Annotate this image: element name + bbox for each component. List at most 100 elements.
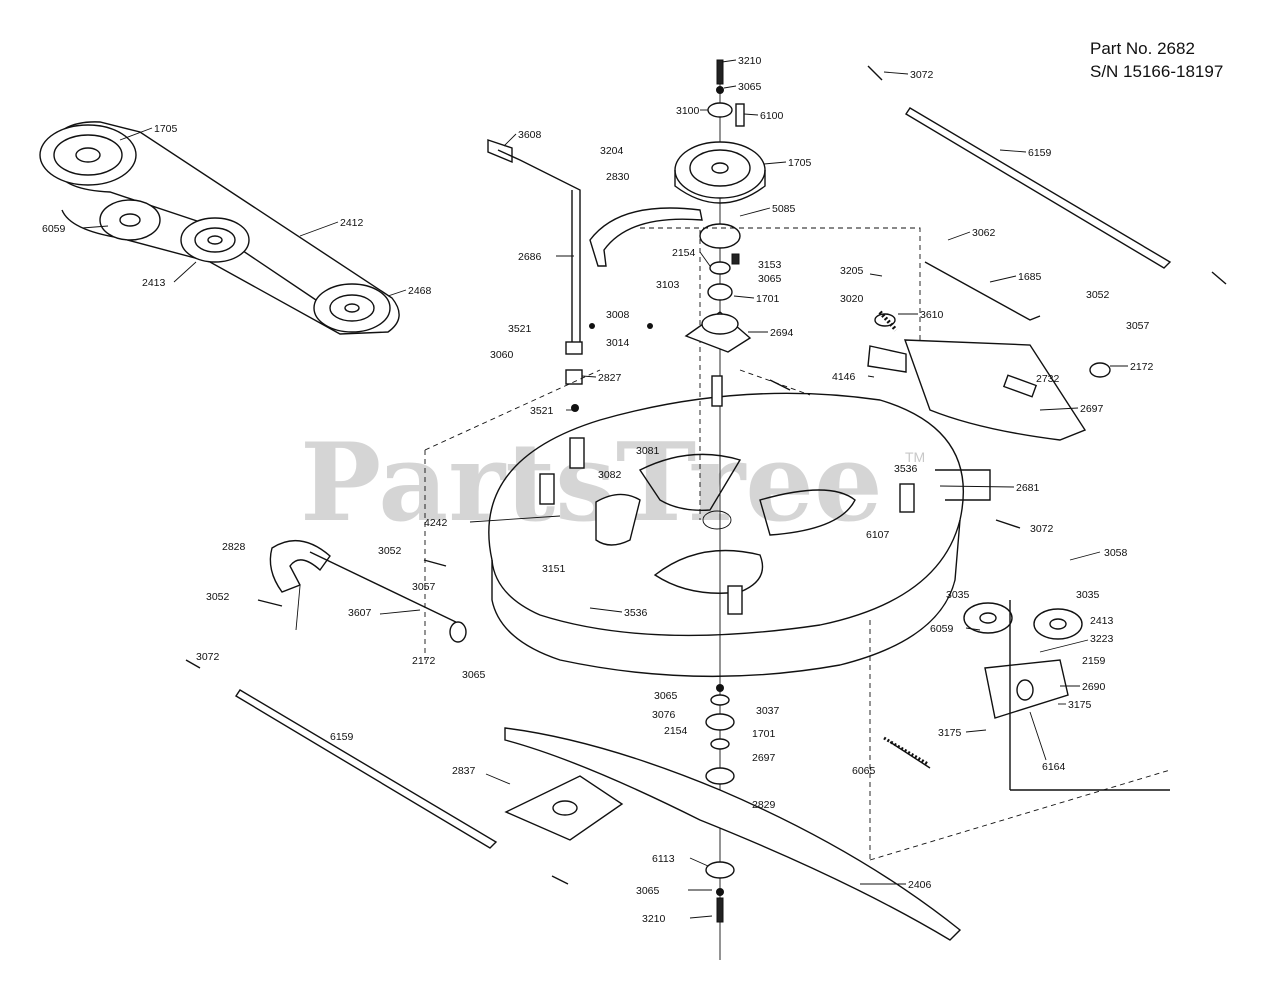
watermark-text: PartsTree — [300, 420, 883, 546]
callout: 3608 — [518, 129, 542, 141]
callout: 3060 — [490, 349, 514, 361]
rod-and-plate-right — [867, 107, 1172, 791]
callout: 2154 — [672, 247, 696, 259]
mower-blade-2406 — [504, 727, 962, 941]
callout: 1685 — [1018, 271, 1042, 283]
watermark-trademark: TM — [905, 449, 925, 465]
callout: 3020 — [840, 293, 864, 305]
callout: 3521 — [530, 405, 554, 417]
callout: 3035 — [946, 589, 970, 601]
deck-rod-6159-upper — [905, 107, 1172, 269]
callout: 3014 — [606, 337, 630, 349]
deflector-2697 — [903, 339, 1087, 441]
callout: 2829 — [752, 799, 776, 811]
callout: 6113 — [652, 853, 675, 865]
callout: 3082 — [598, 469, 622, 481]
callout: 3175 — [1068, 699, 1092, 711]
callout: 2172 — [412, 655, 436, 667]
callout: 3204 — [600, 145, 624, 157]
callout: 3151 — [542, 563, 566, 575]
callout: 3205 — [840, 265, 864, 277]
callout: 2827 — [598, 372, 622, 384]
callout: 3057 — [412, 581, 436, 593]
dashed-guides — [424, 227, 1171, 861]
callout: 2406 — [908, 879, 932, 891]
callout: 3072 — [1030, 523, 1054, 535]
callout: 2468 — [408, 285, 432, 297]
callout: 6107 — [866, 529, 890, 541]
callout: 3210 — [738, 55, 762, 67]
callout: 2830 — [606, 171, 630, 183]
belt-guard — [589, 207, 703, 267]
callout: 2413 — [1090, 615, 1114, 627]
callout: 3065 — [738, 81, 762, 93]
callout: 6065 — [852, 765, 876, 777]
callout: 6164 — [1042, 761, 1066, 773]
callout: 3065 — [654, 690, 678, 702]
callout: 3035 — [1076, 589, 1100, 601]
callout: 5085 — [772, 203, 796, 215]
callout: 3081 — [636, 445, 660, 457]
spindle-column — [589, 59, 766, 960]
callout: 2172 — [1130, 361, 1154, 373]
callout: 3103 — [656, 279, 680, 291]
mower-deck — [488, 392, 964, 678]
lift-arm — [487, 139, 653, 412]
callouts: 3210 3065 3100 6100 1705 3072 6159 3608 … — [42, 55, 1154, 925]
hardware — [185, 65, 1227, 885]
callout: 2412 — [340, 217, 364, 229]
callout: 2681 — [1016, 482, 1040, 494]
callout: 3210 — [642, 913, 666, 925]
callout: 3100 — [676, 105, 700, 117]
callout: 3072 — [910, 69, 934, 81]
callout: 1701 — [752, 728, 776, 740]
callout: 3223 — [1090, 633, 1114, 645]
blade-assembly — [504, 727, 962, 941]
callout: 3536 — [624, 607, 648, 619]
callout: 4146 — [832, 371, 856, 383]
callout: 3521 — [508, 323, 532, 335]
callout: 3052 — [378, 545, 402, 557]
callout: 3052 — [206, 591, 230, 603]
c-bracket-2828 — [269, 539, 331, 593]
callout: 3065 — [636, 885, 660, 897]
callout: 1701 — [756, 293, 780, 305]
callout: 6159 — [1028, 147, 1052, 159]
deck-bracket-left — [539, 473, 555, 505]
callout: 2690 — [1082, 681, 1106, 693]
callout: 3058 — [1104, 547, 1128, 559]
callout: 3065 — [462, 669, 486, 681]
callout: 2828 — [222, 541, 246, 553]
callout: 3052 — [1086, 289, 1110, 301]
callout: 3062 — [972, 227, 996, 239]
callout: 2837 — [452, 765, 476, 777]
callout: 3536 — [894, 463, 918, 475]
callout: 2732 — [1036, 373, 1060, 385]
part-number: Part No. 2682 — [1090, 39, 1195, 58]
callout: 2694 — [770, 327, 794, 339]
callout: 6159 — [330, 731, 354, 743]
callout: 1705 — [154, 123, 178, 135]
callout: 2697 — [752, 752, 776, 764]
lower-left-assembly — [235, 539, 498, 849]
callout: 6059 — [42, 223, 66, 235]
callout: 1705 — [788, 157, 812, 169]
callout: 3607 — [348, 607, 372, 619]
callout: 6100 — [760, 110, 784, 122]
callout: 3610 — [920, 309, 944, 321]
deck-rod-6159-lower — [235, 689, 498, 849]
callout: 3076 — [652, 709, 676, 721]
callout: 3153 — [758, 259, 782, 271]
serial-range: S/N 15166-18197 — [1090, 62, 1223, 81]
callout: 3057 — [1126, 320, 1150, 332]
callout: 3008 — [606, 309, 630, 321]
callout: 2154 — [664, 725, 688, 737]
leader-lines — [81, 59, 1128, 919]
callout: 3175 — [938, 727, 962, 739]
callout: 3065 — [758, 273, 782, 285]
callout: 3072 — [196, 651, 220, 663]
callout: 2686 — [518, 251, 542, 263]
callout: 3037 — [756, 705, 780, 717]
callout: 2413 — [142, 277, 166, 289]
